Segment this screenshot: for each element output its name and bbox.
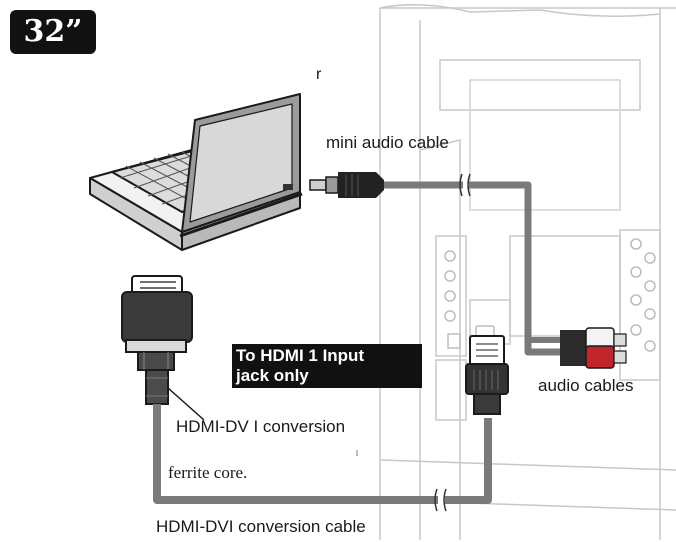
mini-audio-cable-label: mini audio cable	[326, 133, 449, 152]
tv-jacks	[444, 238, 656, 352]
mini-audio-cable	[309, 172, 560, 356]
audio-cables-label: audio cables	[538, 376, 634, 395]
ferrite-core-icon	[145, 369, 169, 405]
screen-size-badge: 32”	[10, 10, 96, 54]
hdmi-dvi-cable	[153, 404, 492, 512]
stray-mark-label: r	[316, 66, 322, 83]
hdmi-plug-icon	[465, 335, 509, 415]
hdmi-input-note: To HDMI 1 Input jack only	[232, 344, 422, 388]
hdmi-dvi-conversion-label: HDMI-DV I conversion	[176, 417, 346, 436]
rca-plug-red	[560, 345, 627, 369]
ferrite-pointer	[167, 387, 205, 421]
dvi-connector-icon	[121, 275, 193, 371]
hdmi-dvi-conversion-cable-label: HDMI-DVI conversion cable	[156, 517, 366, 536]
hdmi-input-note-line2: jack only	[236, 366, 309, 385]
ferrite-core-label: ferrite core.	[168, 463, 248, 482]
laptop-icon	[89, 93, 303, 251]
hdmi-input-note-line1: To HDMI 1 Input	[236, 346, 365, 365]
